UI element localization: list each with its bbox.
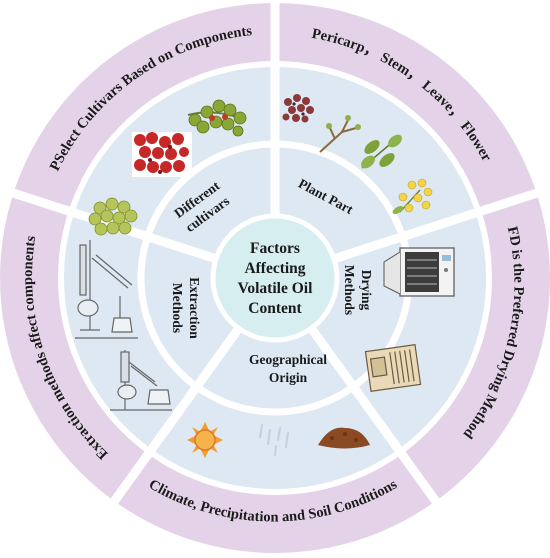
inner-geo-line-1: Geographical (249, 352, 327, 367)
center-line-4: Content (248, 300, 302, 317)
reflux-apparatus-icon (110, 350, 172, 411)
inner-label-drying: Drying Methods (342, 265, 374, 315)
inner-drying-line-1: Drying (359, 270, 374, 311)
red-berries-icon (132, 132, 192, 177)
freeze-dryer-icon (383, 247, 455, 297)
leaf-icon (361, 134, 402, 169)
sun-icon (187, 422, 223, 458)
green-berries-cluster-icon (88, 197, 138, 236)
inner-drying-line-2: Methods (342, 265, 357, 315)
center-line-1: Factors (250, 240, 300, 257)
outer-ring-border (58, 61, 492, 495)
inner-extraction-line-2: Methods (170, 283, 185, 333)
stem-icon (319, 115, 361, 153)
center-line-2: Affecting (244, 260, 305, 277)
distillation-apparatus-icon (75, 240, 138, 339)
pericarp-seeds-icon (282, 94, 314, 123)
center-circle (210, 213, 340, 343)
inner-label-geo: Geographical Origin (249, 352, 327, 385)
inner-extraction-line-1: Extraction (187, 277, 202, 339)
inner-geo-line-2: Origin (269, 370, 308, 385)
center-title: Factors Affecting Volatile Oil Content (238, 240, 313, 317)
inner-label-extraction: Extraction Methods (170, 277, 202, 339)
rain-icon (259, 424, 289, 456)
green-berries-branch-icon (187, 99, 247, 137)
center-line-3: Volatile Oil (238, 280, 313, 297)
soil-icon (318, 427, 370, 449)
flower-icon (392, 178, 433, 214)
oven-dryer-icon (364, 344, 422, 392)
